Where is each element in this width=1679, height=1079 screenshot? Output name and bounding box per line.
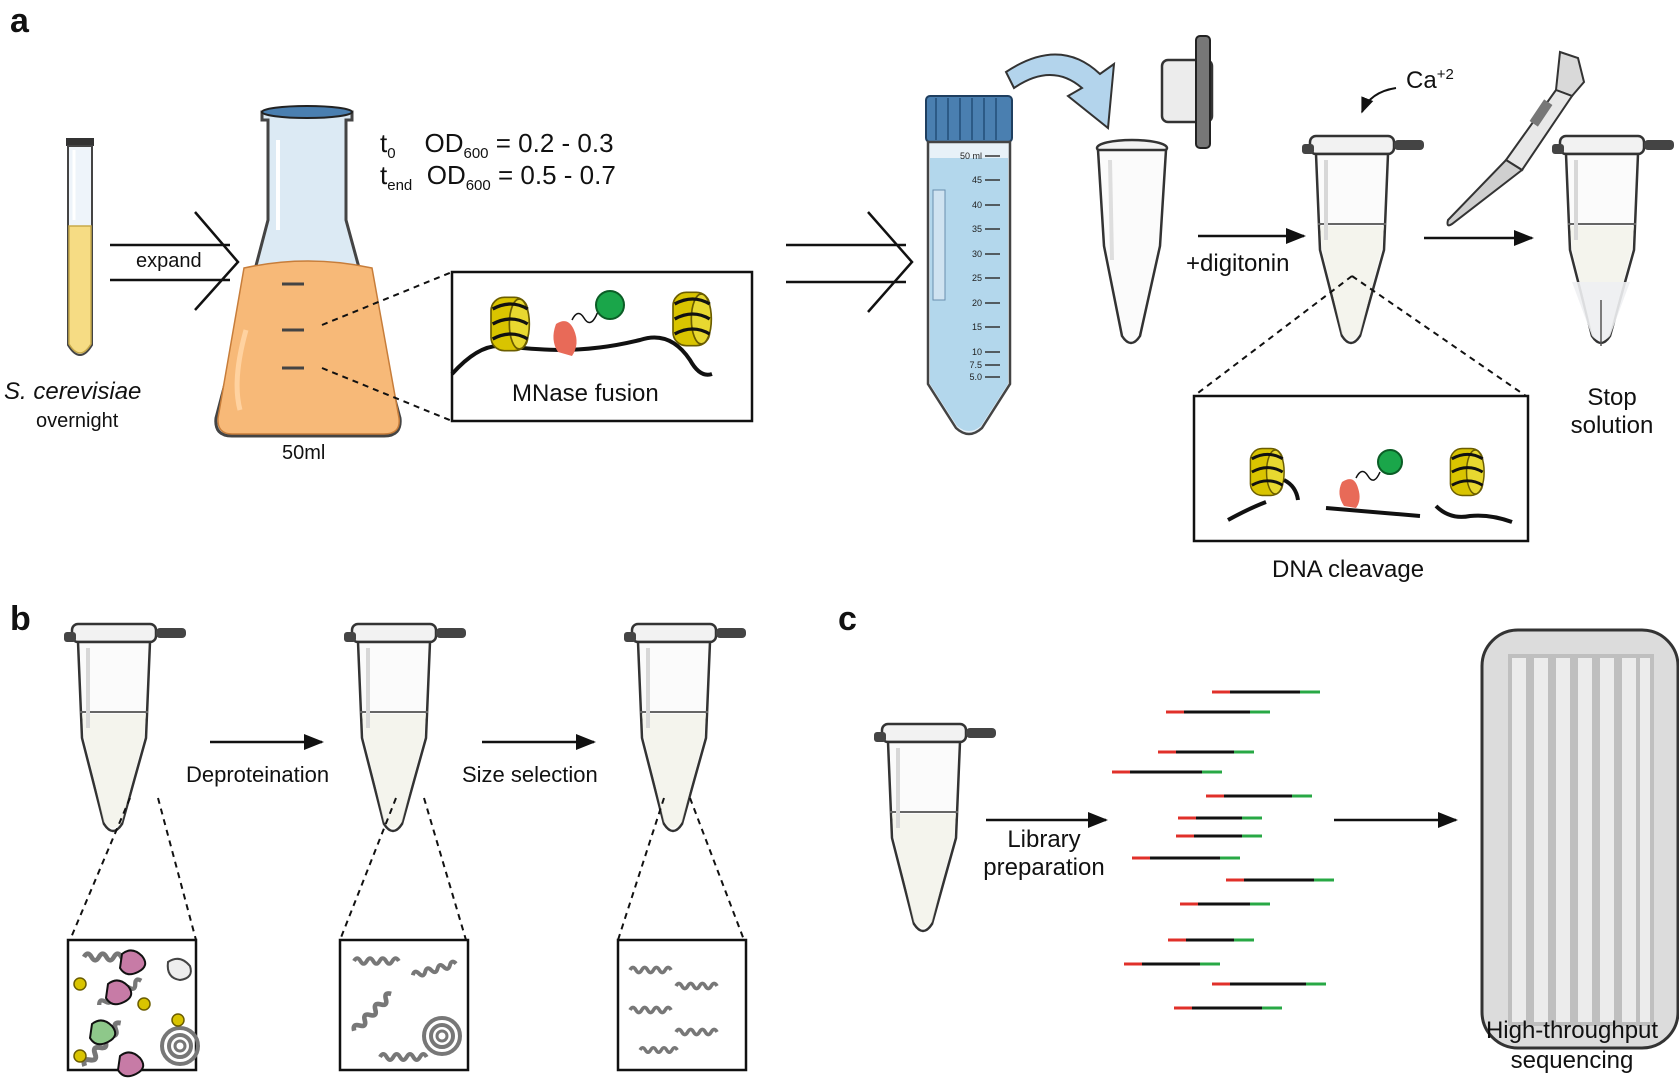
panel-label-c: c <box>838 600 857 638</box>
scale-7-5: 7.5 <box>969 360 982 370</box>
chromatin-box-crude <box>66 938 200 1078</box>
pour-arrow <box>1004 53 1116 130</box>
transfer-arrow <box>786 211 914 313</box>
size-selection-label: Size selection <box>462 762 598 787</box>
tube-calcium <box>1300 134 1426 345</box>
scale-50: 50 ml <box>960 151 982 161</box>
calcium-label: Ca+2 <box>1406 66 1454 94</box>
culture-label: overnight <box>36 410 119 432</box>
expand-arrow <box>110 211 240 311</box>
scale-15: 15 <box>972 322 982 332</box>
tube-stop <box>1550 134 1676 346</box>
panel-label-a: a <box>10 2 29 40</box>
scale-30: 30 <box>972 249 982 259</box>
scale-5-0: 5.0 <box>969 372 982 382</box>
dna-cleavage-label: DNA cleavage <box>1272 556 1425 583</box>
chromatin-box-size-selected <box>616 938 748 1072</box>
open-tube <box>1095 35 1214 345</box>
zoom-lines-fusion <box>321 271 453 422</box>
erlenmeyer-flask <box>214 105 402 438</box>
zoom-lines-cleavage <box>1193 275 1527 397</box>
scale-20: 20 <box>972 298 982 308</box>
cleavage-box <box>1192 394 1530 543</box>
sequencing-reads <box>1112 690 1334 1010</box>
digitonin-label: +digitonin <box>1186 250 1290 277</box>
flow-cell <box>1480 628 1679 1050</box>
od-tend-label: tend OD600 = 0.5 - 0.7 <box>380 160 616 195</box>
scale-10: 10 <box>972 347 982 357</box>
pipette <box>1446 50 1586 227</box>
mnase-fusion-box <box>450 270 754 423</box>
flask-volume-label: 50ml <box>282 442 326 464</box>
tube-b1 <box>62 622 188 833</box>
expand-label: expand <box>136 250 202 272</box>
scale-35: 35 <box>972 224 982 234</box>
od-t0-label: t0 OD600 = 0.2 - 0.3 <box>380 128 614 163</box>
zoom-lines-b <box>69 797 745 941</box>
scale-40: 40 <box>972 200 982 210</box>
mnase-fusion-label: MNase fusion <box>512 380 659 407</box>
tube-b3 <box>622 622 748 833</box>
panel-label-b: b <box>10 600 31 638</box>
scale-25: 25 <box>972 273 982 283</box>
deproteination-label: Deproteination <box>186 762 330 787</box>
chromatin-box-deproteinated <box>338 938 470 1072</box>
scale-45: 45 <box>972 175 982 185</box>
culture-tube <box>66 138 94 356</box>
organism-label: S. cerevisiae <box>4 378 142 405</box>
calcium-arrow <box>1361 87 1397 114</box>
tube-b2 <box>342 622 468 833</box>
falcon-tube: 50 ml 45 40 35 30 25 20 15 10 7.5 5.0 <box>925 95 1013 436</box>
